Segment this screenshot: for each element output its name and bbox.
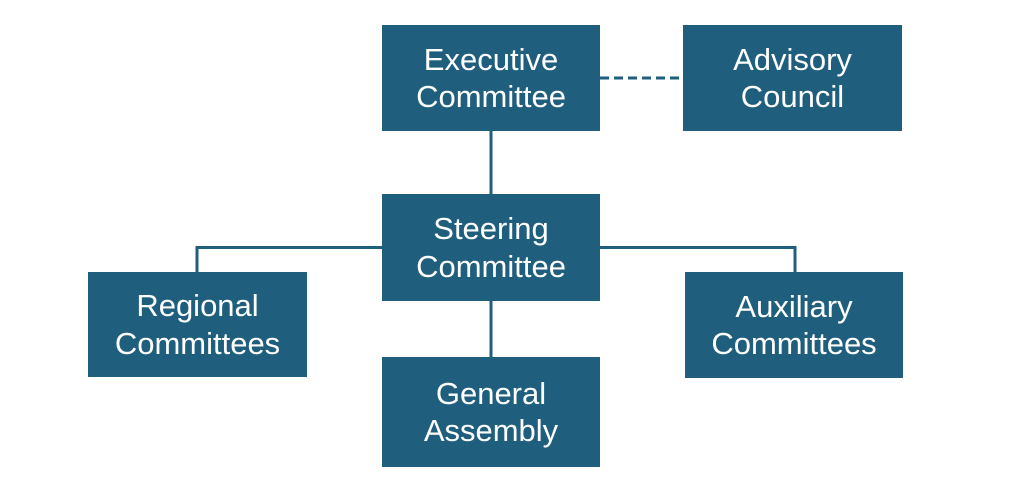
edge-steering-auxiliary xyxy=(600,246,797,272)
node-executive-committee: Executive Committee xyxy=(382,25,600,131)
node-auxiliary-committees: Auxiliary Committees xyxy=(685,272,903,378)
edge-steering-regional xyxy=(195,246,382,272)
node-regional-committees: Regional Committees xyxy=(88,272,307,377)
node-advisory-council: Advisory Council xyxy=(683,25,902,131)
node-general-assembly: General Assembly xyxy=(382,357,600,467)
node-steering-committee: Steering Committee xyxy=(382,194,600,301)
